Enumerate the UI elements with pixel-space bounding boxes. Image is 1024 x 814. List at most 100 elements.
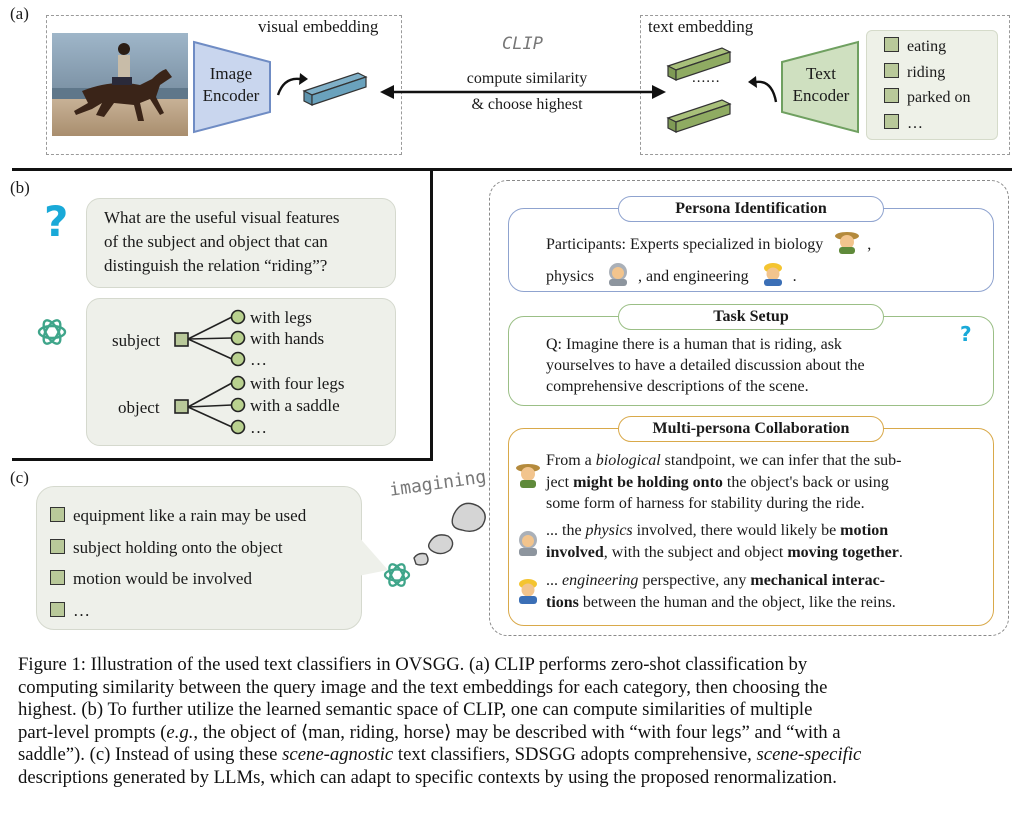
- p2-g: moving together: [787, 544, 899, 561]
- caption-l5c: text classifiers, SDSGG adopts comprehen…: [393, 744, 757, 766]
- p1-a: From a: [546, 452, 596, 469]
- description-equipment: equipment like a rain may be used: [73, 506, 307, 525]
- chatgpt-logo-icon-2: [383, 563, 411, 587]
- subject-part-hands: with hands: [250, 329, 325, 348]
- thought-clouds-graphic: [413, 502, 486, 566]
- description-holding: subject holding onto the object: [73, 537, 283, 557]
- descriptions-bubble: [36, 486, 362, 630]
- category-item: parked on: [884, 85, 971, 111]
- collab-title: Multi-persona Collaboration: [618, 416, 884, 442]
- p1-b: biological: [595, 452, 661, 469]
- p2-c: involved, there would likely be: [632, 522, 841, 539]
- description-list: equipment like a rain may be used subjec…: [50, 500, 306, 626]
- physicist-avatar-icon-2: [519, 531, 537, 556]
- p3-f: between the human and the object, like t…: [578, 594, 896, 611]
- text-encoder-line2: Encoder: [792, 86, 850, 105]
- p1-f: the object's back or using: [722, 473, 889, 491]
- description-item: motion would be involved: [50, 563, 306, 595]
- image-encoder-line1: Image: [209, 64, 253, 83]
- physicist-avatar-icon: [604, 262, 632, 286]
- biologist-avatar-icon-2: [516, 464, 540, 488]
- caption-line2: computing similarity between the query i…: [18, 676, 828, 698]
- object-label: object: [118, 398, 160, 417]
- category-riding: riding: [907, 63, 946, 81]
- p3-c: perspective, any: [638, 572, 751, 589]
- panel-c-label: (c): [10, 468, 29, 487]
- question-line1: What are the useful visual features: [104, 208, 340, 227]
- category-parked-on: parked on: [907, 89, 971, 106]
- caption-l5d: scene-specific: [756, 744, 862, 766]
- question-text: What are the useful visual features of t…: [104, 206, 340, 278]
- separator-middle: [12, 458, 433, 461]
- caption-line5: saddle”). (c) Instead of using these sce…: [18, 744, 1008, 767]
- separator-vertical: [430, 169, 433, 461]
- feature-tree-diagram: [174, 309, 246, 435]
- category-item: …: [884, 111, 971, 137]
- bubble-tail: [358, 536, 388, 576]
- caption-line6: descriptions generated by LLMs, which ca…: [18, 766, 837, 788]
- p2-h: .: [898, 544, 903, 561]
- text-encoder-label: Text Encoder: [786, 63, 856, 107]
- collab-paragraph-3: ... engineering perspective, any mechani…: [546, 570, 896, 614]
- caption-l5b: scene-agnostic: [282, 744, 394, 766]
- category-item: riding: [884, 60, 971, 86]
- p1-c: standpoint, we can infer that the sub-: [660, 452, 902, 469]
- question-line2: of the subject and object that can: [104, 232, 328, 251]
- compute-line2: & choose highest: [471, 96, 583, 113]
- svg-text:?: ?: [960, 322, 972, 346]
- task-line3: comprehensive descriptions of the scene.: [546, 378, 809, 395]
- subject-part-ellipsis: …: [250, 350, 267, 369]
- compute-similarity-text: compute similarity & choose highest: [438, 70, 616, 116]
- panel-b-label: (b): [10, 178, 30, 197]
- category-item: eating: [884, 34, 971, 60]
- clip-label: CLIP: [502, 34, 543, 54]
- persona-panel: [508, 208, 994, 292]
- question-line3: distinguish the relation “riding”?: [104, 256, 328, 275]
- p2-f: , with the subject and object: [603, 544, 788, 561]
- task-title: Task Setup: [618, 304, 884, 330]
- image-encoder-shape: [193, 40, 271, 134]
- panel-a-label: (a): [10, 4, 29, 23]
- visual-embedding-graphic: [276, 72, 368, 106]
- description-item: equipment like a rain may be used: [50, 500, 306, 532]
- engineer-avatar-icon: [759, 262, 787, 286]
- p2-d: motion: [840, 522, 889, 539]
- p2-a: ... the: [546, 522, 586, 539]
- question-mark-icon: ?: [44, 198, 68, 244]
- p1-e: might be holding onto: [573, 473, 723, 491]
- task-line2: yourselves to have a detailed discussion…: [546, 357, 865, 374]
- persona-physics: physics: [546, 268, 594, 285]
- persona-period: .: [792, 268, 797, 285]
- horse-rider-photo: [52, 33, 188, 136]
- p2-b: physics: [585, 522, 633, 539]
- text-embedding-title: text embedding: [645, 17, 757, 37]
- caption-line4: part-level prompts (e.g., the object of …: [18, 722, 1008, 745]
- image-encoder-line2: Encoder: [202, 86, 260, 105]
- caption-l4c: , the object of ⟨man, riding, horse⟩ may…: [193, 721, 841, 743]
- p1-g: some form of harness for stability durin…: [546, 495, 865, 512]
- compute-line1: compute similarity: [466, 70, 588, 87]
- svg-text:?: ?: [44, 198, 68, 244]
- collab-paragraph-1: From a biological standpoint, we can inf…: [546, 450, 902, 515]
- subject-parts: with legs with hands …: [250, 307, 324, 370]
- object-part-ellipsis: …: [250, 418, 267, 437]
- p1-d: ject: [546, 473, 574, 491]
- text-embedding-bars: [666, 47, 778, 133]
- p3-d: mechanical interac-: [750, 572, 885, 589]
- persona-participants: Participants: Experts specialized in bio…: [546, 236, 824, 253]
- visual-embedding-box: [46, 15, 402, 155]
- chatgpt-logo-icon: [37, 319, 67, 345]
- object-part-saddle: with a saddle: [250, 396, 340, 415]
- description-motion: motion would be involved: [73, 569, 252, 588]
- embedding-dots: ......: [692, 70, 721, 86]
- text-embedding-box: [640, 15, 1010, 155]
- object-parts: with four legs with a saddle …: [250, 373, 344, 439]
- multi-persona-box: [489, 180, 1009, 636]
- caption-line1: Figure 1: Illustration of the used text …: [18, 654, 808, 675]
- caption-l5a: saddle”). (c) Instead of using these: [18, 744, 283, 766]
- category-ellipsis: …: [907, 114, 923, 132]
- description-item: subject holding onto the object: [50, 532, 306, 564]
- subject-part-legs: with legs: [250, 308, 312, 327]
- text-encoder-line1: Text: [806, 64, 836, 83]
- p3-a: ...: [546, 572, 562, 589]
